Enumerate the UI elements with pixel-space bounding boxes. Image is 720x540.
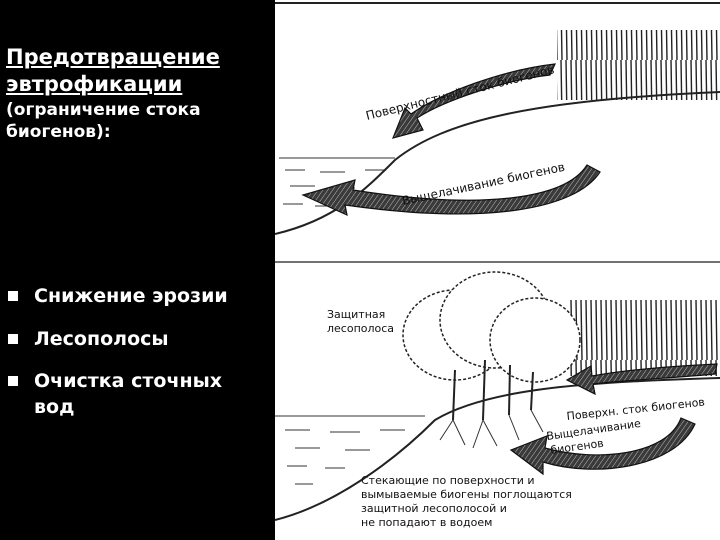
square-bullet-icon: [8, 334, 18, 344]
diagram-panel: Поверхностный сток биогенов Выщелачивани…: [275, 0, 720, 540]
heading-main: Предотвращение эвтрофикации: [6, 45, 220, 96]
caption-line1: Стекающие по поверхности и: [361, 474, 535, 487]
heading-sub: (ограничение стока биогенов):: [6, 100, 201, 142]
top-arrow-upper-label: Поверхностный сток биогенов: [364, 62, 555, 122]
bullet-label: Лесополосы: [34, 328, 169, 350]
forest-belt-trees: [403, 272, 580, 448]
square-bullet-icon: [8, 291, 18, 301]
bullet-item-wastewater: Очистка сточных вод: [6, 369, 268, 420]
bullet-label: Очистка сточных вод: [34, 370, 222, 418]
bullet-list: Снижение эрозии Лесополосы Очистка сточн…: [6, 284, 268, 438]
caption-line2: вымываемые биогены поглощаются: [361, 488, 572, 501]
belt-label-line2: лесополоса: [327, 322, 394, 335]
caption: Стекающие по поверхности и вымываемые би…: [361, 474, 572, 529]
belt-label-line1: Защитная: [327, 308, 385, 321]
reed-field: [557, 30, 720, 100]
text-panel: Предотвращение эвтрофикации (ограничение…: [0, 0, 275, 540]
bullet-label: Снижение эрозии: [34, 285, 228, 307]
bullet-item-forest-belts: Лесополосы: [6, 327, 268, 353]
caption-line4: не попадают в водоем: [361, 516, 492, 529]
bottom-scene: Защитная лесополоса Поверхн. сток биоген…: [275, 272, 720, 529]
bullet-item-erosion: Снижение эрозии: [6, 284, 268, 310]
top-scene: Поверхностный сток биогенов Выщелачивани…: [275, 3, 720, 262]
square-bullet-icon: [8, 376, 18, 386]
runoff-diagram: Поверхностный сток биогенов Выщелачивани…: [275, 0, 720, 540]
caption-line3: защитной лесополосой и: [361, 502, 507, 515]
slide-heading: Предотвращение эвтрофикации (ограничение…: [6, 44, 268, 143]
